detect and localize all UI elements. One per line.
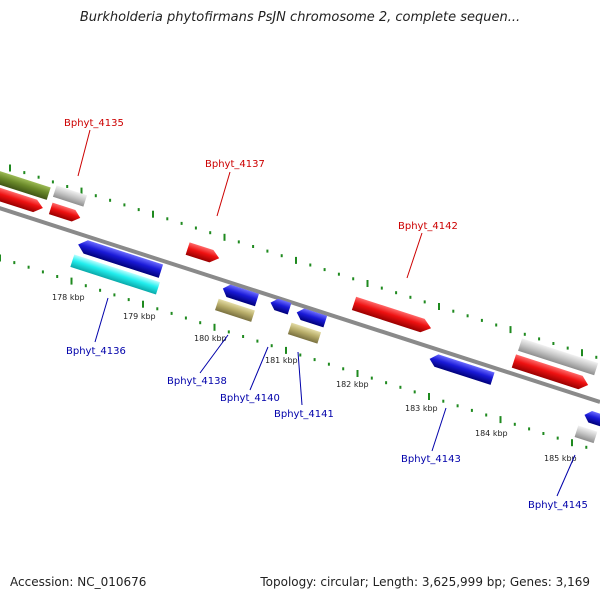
gene-label-4135[interactable]: Bphyt_4135	[64, 118, 124, 129]
callout-line-4138	[199, 334, 229, 374]
kbp-label: 184 kbp	[475, 429, 508, 438]
gene-bar-gray[interactable]	[52, 185, 88, 207]
sequence-summary-text: Topology: circular; Length: 3,625,999 bp…	[260, 575, 590, 589]
gene-label-4140[interactable]: Bphyt_4140	[220, 393, 280, 404]
callout-line-4143	[431, 407, 447, 452]
sequence-title: Burkholderia phytofirmans PsJN chromosom…	[79, 10, 521, 25]
kbp-label: 179 kbp	[123, 312, 156, 321]
callout-line-4141	[297, 351, 303, 406]
gene-bar-blue-4138[interactable]	[221, 283, 259, 307]
gene-bar-khaki-4138[interactable]	[215, 298, 255, 322]
gene-bar-blue-4140[interactable]	[269, 297, 292, 315]
gene-label-4143[interactable]: Bphyt_4143	[401, 454, 461, 465]
gene-label-4137[interactable]: Bphyt_4137	[205, 159, 265, 170]
gene-label-4141[interactable]: Bphyt_4141	[274, 409, 334, 420]
kbp-label: 181 kbp	[265, 356, 298, 365]
gene-labels: Bphyt_4135 Bphyt_4137 Bphyt_4142 Bphyt_4…	[64, 118, 588, 511]
gene-bar-blue-4136-a[interactable]	[76, 238, 164, 278]
callout-line-4137	[216, 171, 231, 217]
chromosome-backbone	[0, 206, 600, 404]
gene-label-4136[interactable]: Bphyt_4136	[66, 346, 126, 357]
gene-bar-blue-edge[interactable]	[583, 409, 600, 427]
accession-text: Accession: NC_010676	[10, 575, 147, 589]
kbp-labels: 178 kbp 179 kbp 180 kbp 181 kbp 182 kbp …	[52, 293, 577, 463]
gene-bar-red-4137[interactable]	[185, 242, 221, 265]
gene-bar-blue-4141[interactable]	[295, 307, 328, 328]
gene-bar-gray-right[interactable]	[518, 338, 599, 376]
gene-bar-red-4142[interactable]	[351, 296, 433, 335]
callout-line-4136	[94, 297, 109, 343]
gene-features	[0, 168, 600, 444]
callout-line-4135	[77, 129, 91, 177]
gene-bar-red[interactable]	[0, 185, 45, 215]
callout-line-4145	[556, 454, 576, 497]
gene-callout-lines	[77, 129, 576, 497]
callout-line-4140	[249, 346, 269, 391]
gene-bar-olive[interactable]	[0, 168, 51, 200]
gene-bar-red-4135[interactable]	[48, 202, 82, 224]
scale-ticks-upper	[9, 164, 598, 359]
callout-line-4142	[406, 232, 423, 279]
gene-bar-cyan-4136[interactable]	[70, 254, 160, 295]
kbp-label: 180 kbp	[194, 334, 227, 343]
gene-label-4142[interactable]: Bphyt_4142	[398, 221, 458, 232]
scale-ticks-lower	[0, 254, 588, 449]
gene-bar-red-right[interactable]	[511, 354, 591, 391]
gene-bar-blue-4143[interactable]	[428, 352, 495, 385]
gene-bar-gray-4145[interactable]	[574, 425, 598, 444]
kbp-label: 185 kbp	[544, 454, 577, 463]
kbp-label: 183 kbp	[405, 404, 438, 413]
gene-bar-khaki-4141[interactable]	[287, 322, 322, 344]
kbp-label: 178 kbp	[52, 293, 85, 302]
kbp-label: 182 kbp	[336, 380, 369, 389]
gene-label-4138[interactable]: Bphyt_4138	[167, 376, 227, 387]
gene-label-4145[interactable]: Bphyt_4145	[528, 500, 588, 511]
